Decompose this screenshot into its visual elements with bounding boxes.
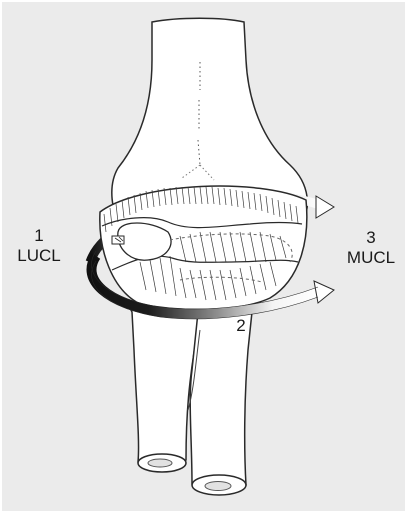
mucl-stage-number: 3 bbox=[344, 228, 398, 248]
stage-2-number: 2 bbox=[234, 316, 248, 336]
label-lucl: 1 LUCL bbox=[14, 226, 64, 266]
rotation-arrow-head bbox=[314, 281, 334, 303]
label-stage-2: 2 bbox=[234, 316, 248, 336]
ulna bbox=[126, 300, 200, 469]
mucl-name: MUCL bbox=[344, 248, 398, 268]
lucl-name: LUCL bbox=[14, 246, 64, 266]
label-mucl: 3 MUCL bbox=[344, 228, 398, 268]
lucl-stage-number: 1 bbox=[14, 226, 64, 246]
